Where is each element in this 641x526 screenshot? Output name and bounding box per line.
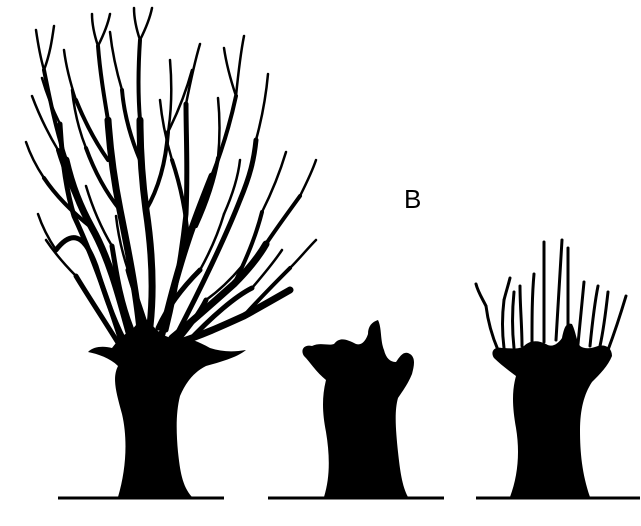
tree-overgrown-trunk [88, 319, 246, 497]
tree-overgrown-branches [26, 8, 316, 346]
tree-regrowth-shoots [476, 240, 626, 350]
tree-stump-trunk [302, 320, 414, 497]
tree-regrowth-trunk [492, 324, 612, 497]
tree-stump [268, 320, 444, 498]
figure-label: B [404, 186, 421, 212]
tree-regrowth [476, 240, 640, 498]
tree-overgrown [26, 8, 316, 498]
